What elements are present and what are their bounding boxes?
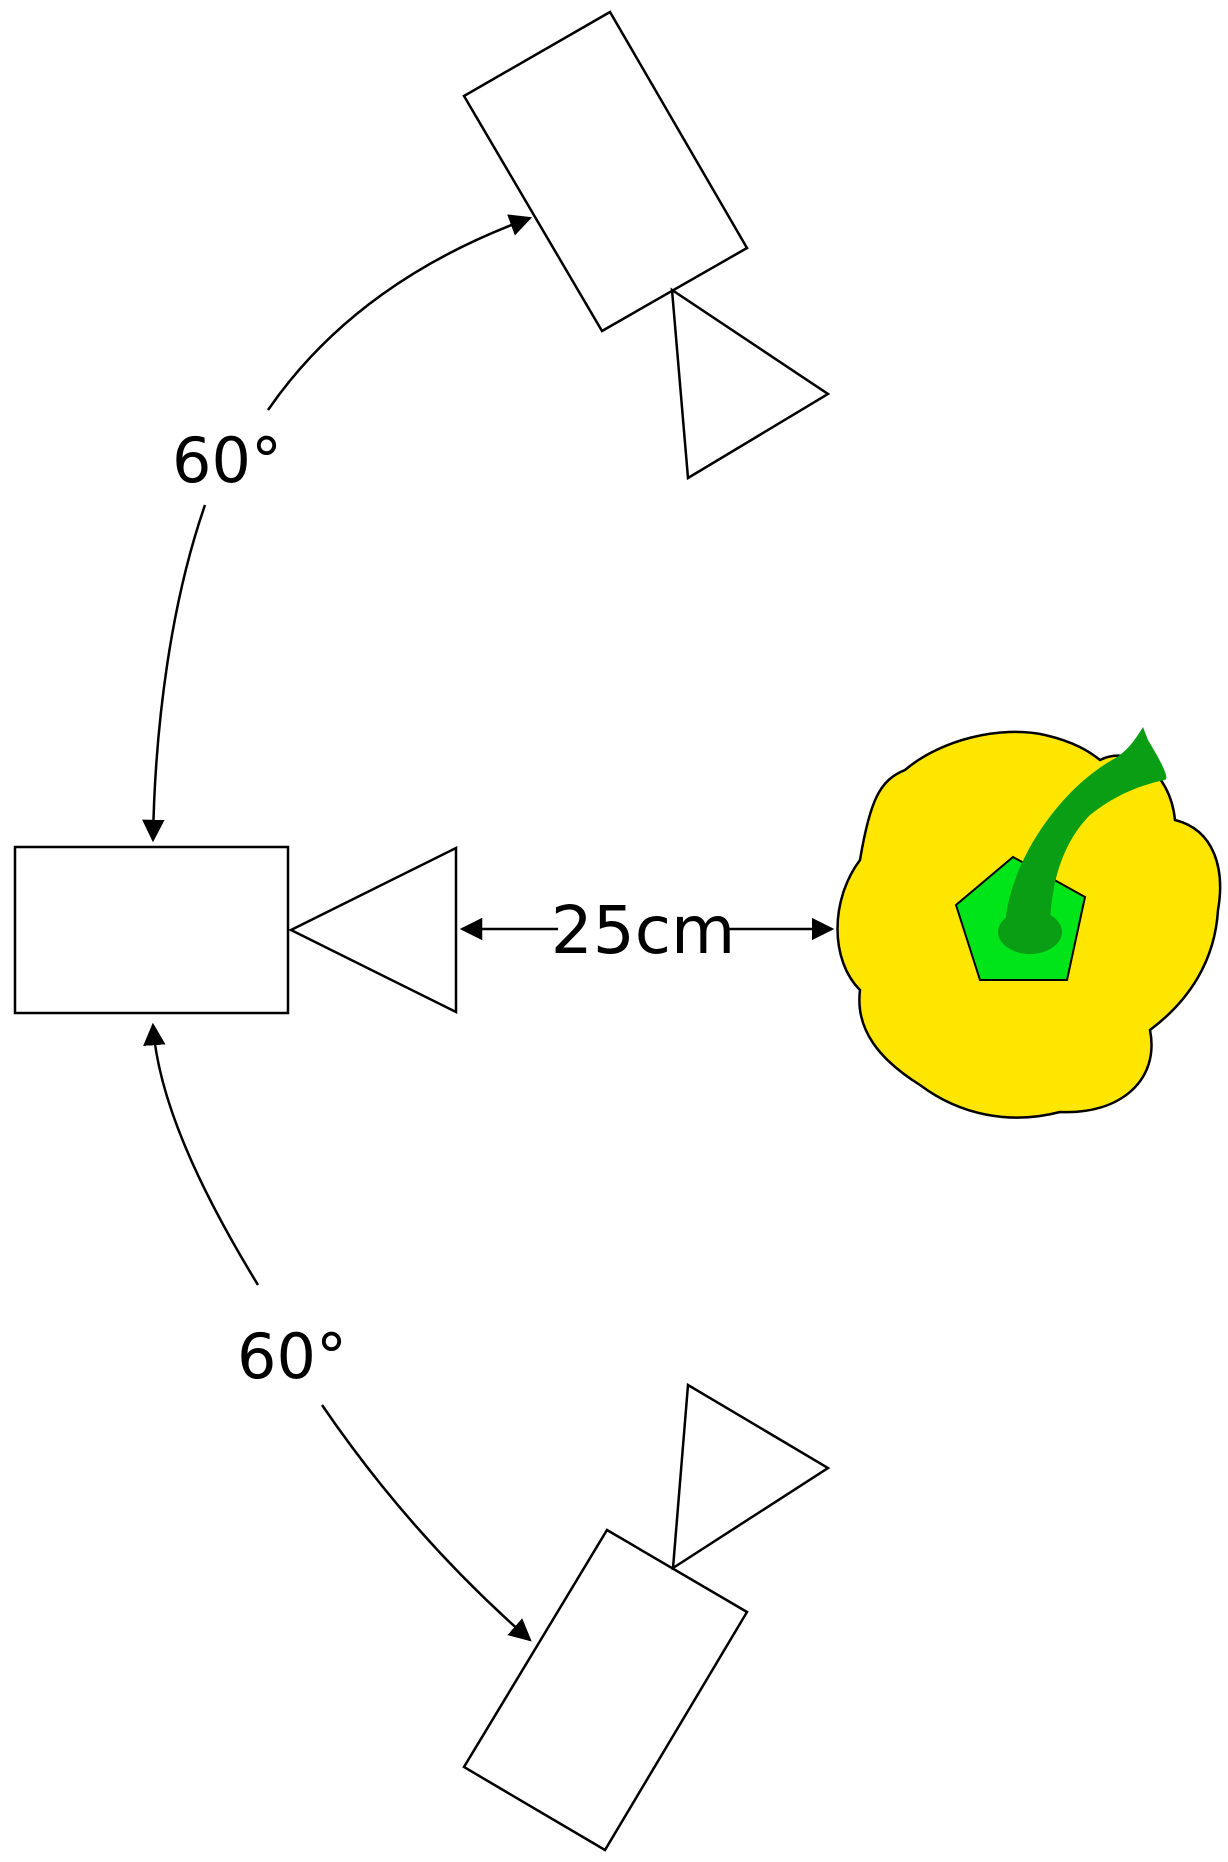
- pepper-stem: [1005, 727, 1167, 930]
- bottom-camera: [462, 1382, 831, 1852]
- top-angle-arc-upper: [266, 214, 533, 411]
- top-angle-arc-lower: [142, 504, 207, 843]
- center-camera-lens: [288, 845, 458, 1015]
- top-camera: [462, 10, 831, 481]
- bottom-angle-arc-upper: [143, 1022, 260, 1286]
- bottom-camera-lens: [671, 1382, 831, 1571]
- top-camera-lens: [670, 287, 831, 481]
- top-angle-label: 60°: [172, 424, 282, 497]
- distance-label: 25cm: [551, 892, 736, 969]
- center-camera: [13, 845, 458, 1015]
- top-camera-body: [462, 10, 749, 333]
- bell-pepper-icon: [836, 727, 1222, 1119]
- center-camera-body: [13, 845, 290, 1015]
- pepper-stem-base: [998, 910, 1062, 954]
- bottom-angle-arc-lower: [320, 1404, 532, 1642]
- bottom-camera-body: [462, 1528, 749, 1852]
- bottom-angle-label: 60°: [237, 1320, 347, 1393]
